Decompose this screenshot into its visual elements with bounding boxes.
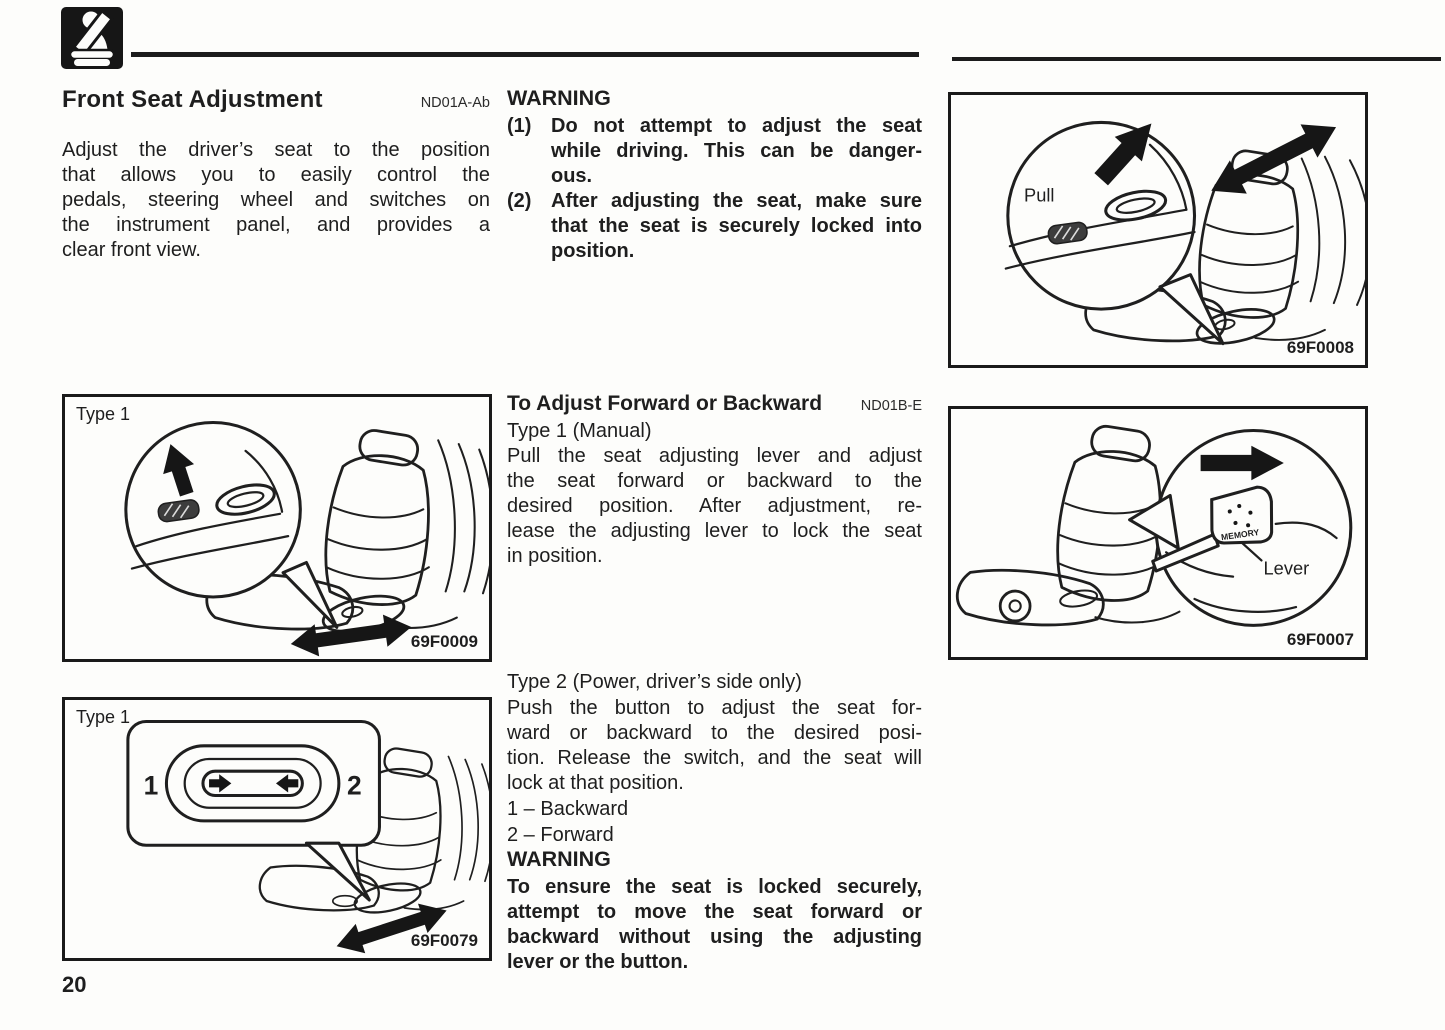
walk-in-lever-detail: MEMORY Lever	[1151, 445, 1338, 613]
warning-item-number: (1)	[507, 115, 532, 137]
recline-illustration: Pull	[1004, 120, 1365, 346]
section-code: ND01B-E	[860, 398, 922, 414]
type1-subheading: Type 1 (Manual)	[507, 420, 652, 442]
callout-wedge	[1158, 273, 1225, 346]
callout-wedge	[1128, 493, 1180, 550]
lever-detail	[130, 444, 290, 570]
recline-double-arrow-icon	[1211, 124, 1337, 194]
double-arrow-icon	[336, 903, 447, 954]
figure-code: 69F0079	[410, 931, 478, 950]
figure-power-switch: 1 2 Type 1 69F0079	[62, 697, 492, 961]
legend-forward: 2 – Forward	[507, 824, 614, 846]
figure-recline: Pull 69F0008	[948, 92, 1368, 368]
seat-belt-icon	[60, 6, 124, 70]
figure-code: 69F0008	[1286, 338, 1354, 357]
switch-backward-number: 1	[144, 771, 159, 801]
figure-manual-lever: Type 1 69F0009	[62, 394, 492, 662]
inset-circle	[1006, 120, 1197, 311]
type1-paragraph: Pull the seat adjusting lever and adjust…	[507, 445, 922, 567]
seat-illustration	[956, 424, 1181, 627]
switch-callout: 1 2	[126, 719, 381, 902]
up-arrow-icon	[163, 444, 195, 497]
header-rule-left	[131, 52, 919, 57]
callout-wedge	[281, 560, 339, 629]
knob	[1047, 221, 1088, 245]
page-number: 20	[62, 972, 87, 997]
knob	[157, 499, 200, 523]
intro-paragraph: Adjust the driver’s seat to the position…	[62, 139, 490, 261]
power-switch-illustration: 1 2	[126, 719, 489, 954]
lever-annotation: Lever	[1264, 558, 1310, 579]
warning-item-number: (2)	[507, 190, 532, 212]
memory-knob: MEMORY	[1151, 485, 1274, 573]
page-title: Front Seat Adjustment	[62, 86, 323, 113]
pull-annotation: Pull	[1024, 185, 1054, 206]
figure-walk-in-lever: MEMORY Lever 69F0007	[948, 406, 1368, 660]
figure-code: 69F0009	[410, 632, 478, 651]
inset-circle	[124, 420, 302, 599]
left-arrow-icon	[275, 774, 299, 793]
switch-legend: 1 – Backward 2 – Forward	[507, 796, 922, 848]
figure-code: 69F0007	[1286, 630, 1354, 649]
figure-label: Type 1	[76, 404, 131, 424]
warning-bottom-text: To ensure the seat is locked securely,at…	[507, 876, 922, 973]
type2-subheading: Type 2 (Power, driver’s side only)	[507, 671, 802, 693]
front-seat-adjustment-heading-row: Front Seat Adjustment ND01A-Ab	[62, 86, 490, 114]
right-arrow-icon	[209, 774, 232, 793]
forward-arrow-icon	[1200, 445, 1284, 481]
switch-forward-number: 2	[347, 771, 362, 801]
walk-in-illustration: MEMORY Lever	[956, 424, 1353, 627]
pull-arrow-icon	[1094, 123, 1152, 186]
warning-top-title: WARNING	[507, 86, 611, 110]
type2-paragraph: Push the button to adjust the seat for-w…	[507, 697, 922, 794]
section-code: ND01A-Ab	[420, 95, 490, 111]
adjust-section-heading-row: To Adjust Forward or Backward ND01B-E	[507, 392, 922, 416]
header-rule-right	[952, 57, 1441, 61]
pull-lever-detail: Pull	[1004, 123, 1196, 270]
manual-lever-illustration	[124, 420, 489, 633]
legend-backward: 1 – Backward	[507, 798, 629, 820]
warning-bottom-title: WARNING	[507, 847, 611, 871]
adjust-section-heading: To Adjust Forward or Backward	[507, 392, 823, 415]
figure-label: Type 1	[76, 707, 131, 727]
